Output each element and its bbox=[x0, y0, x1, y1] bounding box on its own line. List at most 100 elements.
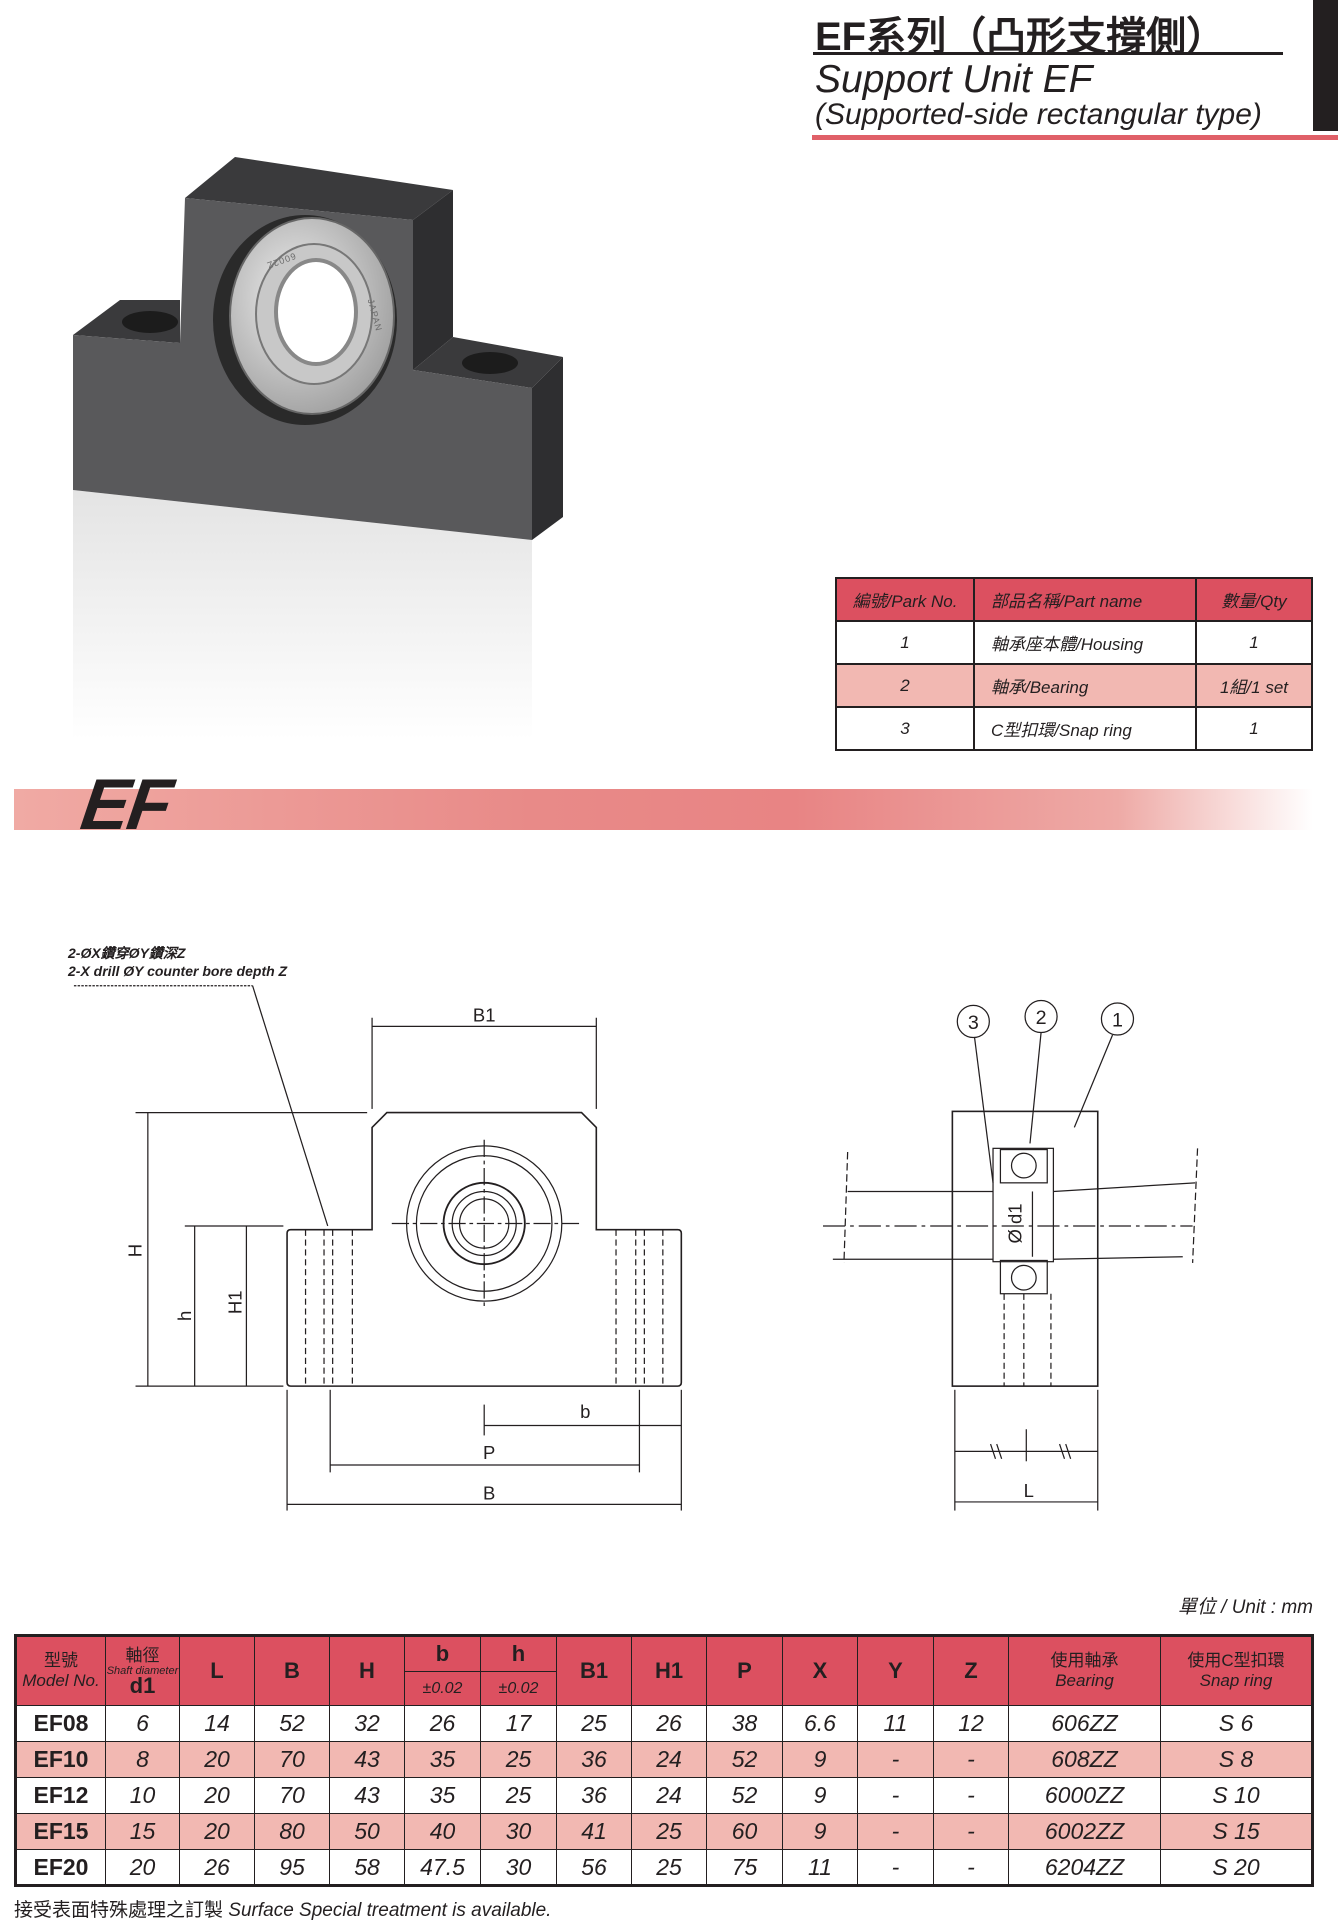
cell-h: 30 bbox=[480, 1849, 557, 1886]
cell-snap-ring: S 15 bbox=[1160, 1813, 1313, 1850]
cell-d1: 15 bbox=[105, 1813, 180, 1850]
dim-label-H: H bbox=[125, 1244, 146, 1257]
cell-X: 6.6 bbox=[782, 1705, 858, 1742]
table-row: 3 C型扣環/Snap ring 1 bbox=[835, 706, 1313, 751]
cell-b: 47.5 bbox=[404, 1849, 481, 1886]
cell-P: 52 bbox=[706, 1777, 783, 1814]
page-subtitle: (Supported-side rectangular type) bbox=[815, 98, 1262, 131]
header-snap-en: Snap ring bbox=[1199, 1671, 1273, 1690]
cell-bearing: 6000ZZ bbox=[1008, 1777, 1161, 1814]
cell-model: EF20 bbox=[15, 1849, 106, 1886]
header-qty: 數量/Qty bbox=[1195, 577, 1313, 622]
cell-h: 30 bbox=[480, 1813, 557, 1850]
cell-L: 20 bbox=[179, 1741, 255, 1778]
cell-h: 17 bbox=[480, 1705, 557, 1742]
header-B1: B1 bbox=[556, 1635, 632, 1706]
cell-bearing: 608ZZ bbox=[1008, 1741, 1161, 1778]
header-H1: H1 bbox=[631, 1635, 707, 1706]
cell-X: 11 bbox=[782, 1849, 858, 1886]
cell-H1: 24 bbox=[631, 1741, 707, 1778]
part-name: 軸承/Bearing bbox=[973, 663, 1197, 708]
side-view: Ø d1 3 2 1 L bbox=[823, 999, 1199, 1511]
cell-snap-ring: S 8 bbox=[1160, 1741, 1313, 1778]
cell-B1: 36 bbox=[556, 1777, 632, 1814]
dim-label-P: P bbox=[483, 1442, 495, 1463]
cell-B: 70 bbox=[254, 1777, 330, 1814]
header-h: h bbox=[480, 1635, 557, 1672]
cell-b: 35 bbox=[404, 1777, 481, 1814]
cell-snap-ring: S 6 bbox=[1160, 1705, 1313, 1742]
front-view: B1 H h H1 b P B bbox=[73, 985, 683, 1511]
dim-label-L: L bbox=[1024, 1480, 1034, 1501]
cell-B1: 41 bbox=[556, 1813, 632, 1850]
cell-L: 20 bbox=[179, 1777, 255, 1814]
cell-Z: 12 bbox=[933, 1705, 1009, 1742]
cell-H: 58 bbox=[329, 1849, 405, 1886]
callout-2: 2 bbox=[1036, 1007, 1047, 1029]
header-P: P bbox=[706, 1635, 783, 1706]
cell-H1: 25 bbox=[631, 1813, 707, 1850]
header-bearing-cn: 使用軸承 bbox=[1050, 1651, 1119, 1670]
cell-H1: 24 bbox=[631, 1777, 707, 1814]
cell-H: 43 bbox=[329, 1741, 405, 1778]
header-bearing-en: Bearing bbox=[1055, 1671, 1114, 1690]
cell-snap-ring: S 10 bbox=[1160, 1777, 1313, 1814]
cell-b: 35 bbox=[404, 1741, 481, 1778]
cell-H: 32 bbox=[329, 1705, 405, 1742]
callout-3: 3 bbox=[968, 1012, 979, 1034]
dim-label-d1: Ø d1 bbox=[1004, 1203, 1025, 1243]
part-name: C型扣環/Snap ring bbox=[973, 706, 1197, 751]
cell-L: 20 bbox=[179, 1813, 255, 1850]
part-qty: 1 bbox=[1195, 706, 1313, 751]
header-part-no: 編號/Park No. bbox=[835, 577, 975, 622]
page-title-english: Support Unit EF bbox=[815, 58, 1093, 101]
drill-note: 2-ØX鑽穿ØY鑽深Z 2-X drill ØY counter bore de… bbox=[68, 944, 287, 980]
cell-d1: 6 bbox=[105, 1705, 180, 1742]
footnote-en: Surface Special treatment is available. bbox=[228, 1900, 552, 1921]
cell-X: 9 bbox=[782, 1741, 858, 1778]
cell-bearing: 6002ZZ bbox=[1008, 1813, 1161, 1850]
cell-H1: 25 bbox=[631, 1849, 707, 1886]
header-B: B bbox=[254, 1635, 330, 1706]
header-Y: Y bbox=[857, 1635, 934, 1706]
cell-model: EF12 bbox=[15, 1777, 106, 1814]
header-model-en: Model No. bbox=[22, 1671, 100, 1690]
cell-B1: 25 bbox=[556, 1705, 632, 1742]
cell-h: 25 bbox=[480, 1777, 557, 1814]
cell-B: 52 bbox=[254, 1705, 330, 1742]
cell-Y: 11 bbox=[857, 1705, 934, 1742]
header-Z: Z bbox=[933, 1635, 1009, 1706]
section-banner bbox=[14, 789, 1313, 830]
cell-d1: 10 bbox=[105, 1777, 180, 1814]
parts-table: 編號/Park No. 部品名稱/Part name 數量/Qty 1 軸承座本… bbox=[835, 577, 1313, 751]
cell-P: 38 bbox=[706, 1705, 783, 1742]
part-no: 2 bbox=[835, 663, 975, 708]
cell-Z: - bbox=[933, 1741, 1009, 1778]
cell-model: EF08 bbox=[15, 1705, 106, 1742]
header-d1-symbol: d1 bbox=[129, 1673, 156, 1698]
cell-Z: - bbox=[933, 1849, 1009, 1886]
part-no: 1 bbox=[835, 620, 975, 665]
header-H: H bbox=[329, 1635, 405, 1706]
part-qty: 1 bbox=[1195, 620, 1313, 665]
cell-b: 26 bbox=[404, 1705, 481, 1742]
cell-P: 52 bbox=[706, 1741, 783, 1778]
cell-B: 95 bbox=[254, 1849, 330, 1886]
dim-label-b: b bbox=[580, 1401, 590, 1422]
part-no: 3 bbox=[835, 706, 975, 751]
cell-Z: - bbox=[933, 1777, 1009, 1814]
cell-X: 9 bbox=[782, 1813, 858, 1850]
cell-Y: - bbox=[857, 1741, 934, 1778]
cell-L: 26 bbox=[179, 1849, 255, 1886]
cell-H: 43 bbox=[329, 1777, 405, 1814]
dim-label-h: h bbox=[174, 1311, 195, 1321]
dim-label-H1: H1 bbox=[224, 1291, 245, 1315]
